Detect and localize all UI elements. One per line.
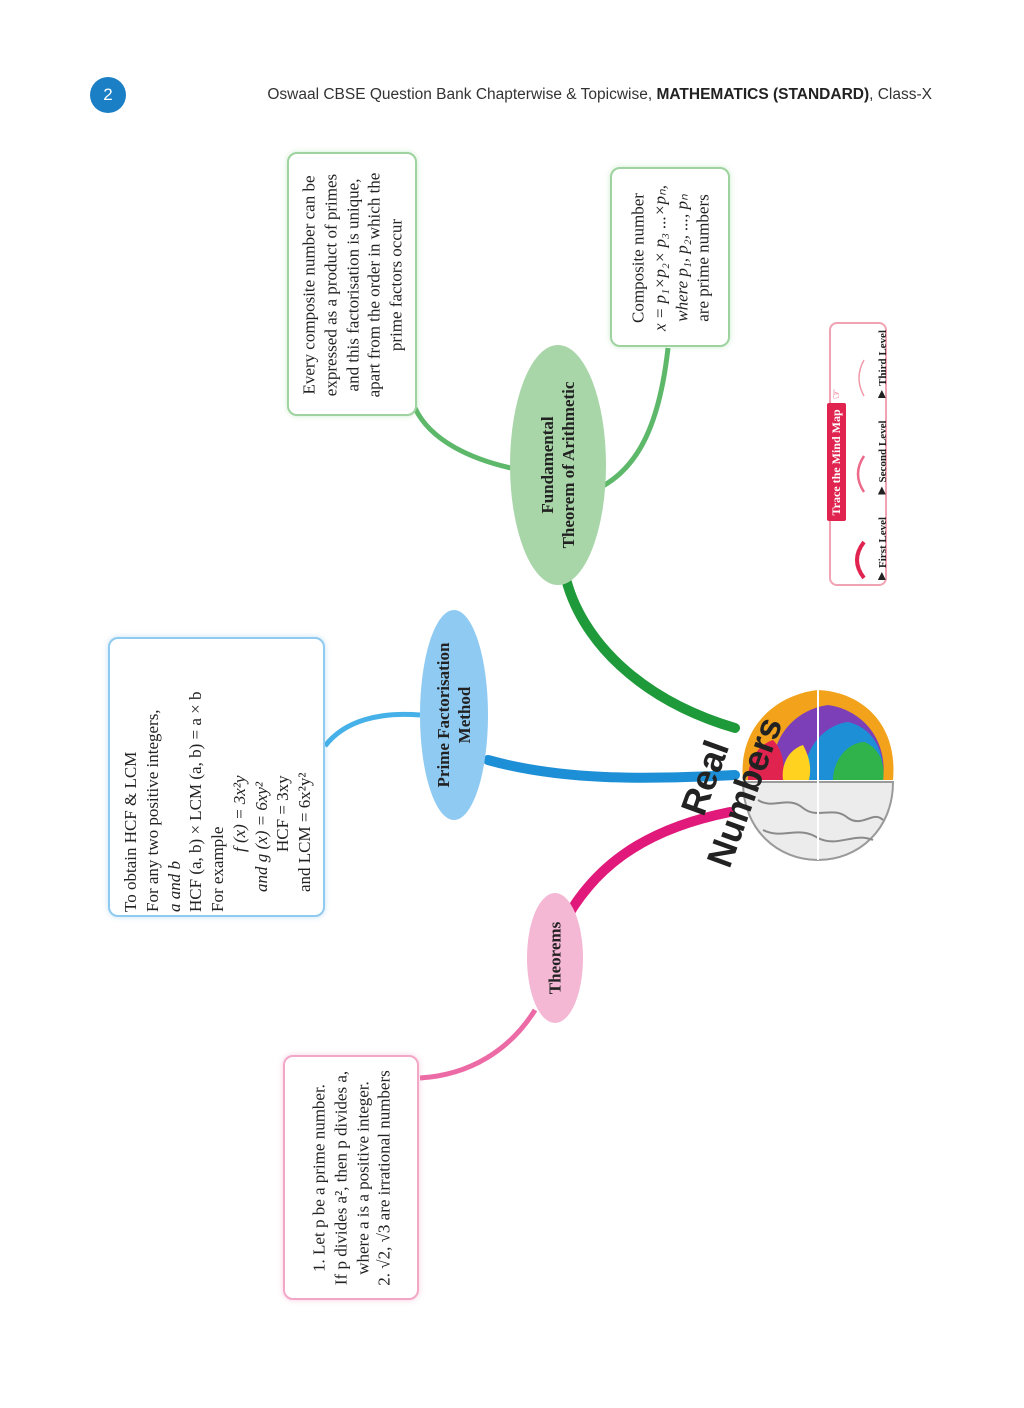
fta-def-line: expressed as a product of primes xyxy=(321,173,341,397)
pfm-line: For example xyxy=(208,826,228,912)
pfm-line: To obtain HCF & LCM xyxy=(121,751,141,912)
brain-icon xyxy=(741,690,895,862)
theorems-node-label: Theorems xyxy=(545,921,565,995)
pfm-line: For any two positive integers, xyxy=(142,709,162,912)
composite-line2: x = p₁×p₂× p₃ ...×pₙ, xyxy=(650,185,670,331)
page-number-badge: 2 xyxy=(90,77,126,113)
arrow-icon: ▸ xyxy=(873,389,890,398)
fta-node-line2: Theorem of Arithmetic xyxy=(559,381,578,549)
fta-sub-branch-composite xyxy=(593,347,671,493)
fta-def-line: apart from the order in which the xyxy=(364,172,384,398)
composite-line4: are prime numbers xyxy=(693,194,713,322)
theorems-box: 1. Let p be a prime number. If p divides… xyxy=(283,1055,419,1300)
fta-definition-box: Every composite number can be expressed … xyxy=(287,152,417,416)
legend-first-level: First Level xyxy=(877,516,889,568)
fta-def-line: Every composite number can be xyxy=(299,175,319,395)
pfm-node-line1: Prime Factorisation xyxy=(433,642,453,788)
fta-composite-box: Composite number x = p₁×p₂× p₃ ...×pₙ, w… xyxy=(610,167,730,347)
fta-node-line1: Fundamental xyxy=(537,416,557,514)
fta-main-branch xyxy=(560,570,740,733)
pfm-main-branch xyxy=(483,755,740,783)
theorems-node[interactable]: Theorems xyxy=(527,893,583,1023)
composite-line3: where p₁, p₂, ..., pₙ xyxy=(672,194,691,322)
third-level-curve-icon xyxy=(858,359,865,397)
legend-box: Trace the Mind Map ☞ ▸ First Level ▸ Sec… xyxy=(827,322,890,586)
theorem-line: 2. √2, √3 are irrational numbers xyxy=(374,1070,394,1286)
pfm-box: To obtain HCF & LCM For any two positive… xyxy=(108,637,325,917)
pfm-line: and LCM = 6x²y² xyxy=(295,772,315,892)
arrow-icon: ▸ xyxy=(873,486,890,495)
subject-name: MATHEMATICS (STANDARD) xyxy=(656,86,870,103)
legend-third-level: Third Level xyxy=(877,330,889,386)
pfm-line: HCF = 3xy xyxy=(273,775,293,852)
pfm-node[interactable]: Prime Factorisation Method xyxy=(420,610,488,820)
arrow-icon: ▸ xyxy=(873,571,890,580)
first-level-curve-icon xyxy=(855,540,866,580)
class-label: , Class-X xyxy=(869,86,932,103)
pfm-sub-branch xyxy=(323,711,421,748)
second-level-curve-icon xyxy=(856,455,866,494)
book-title: Oswaal CBSE Question Bank Chapterwise & … xyxy=(267,86,653,103)
hand-pointer-icon: ☞ xyxy=(829,388,843,400)
fta-def-line: prime factors occur xyxy=(386,218,406,352)
pfm-line: a and b xyxy=(164,861,184,912)
pfm-node-line2: Method xyxy=(455,686,474,744)
fta-def-line: and this factorisation is unique, xyxy=(343,178,363,392)
brain-illustration xyxy=(733,670,903,870)
theorem-line: 1. Let p be a prime number. xyxy=(309,1084,329,1272)
legend-title: Trace the Mind Map xyxy=(827,403,846,522)
theorem-line: where a is a positive integer. xyxy=(353,1081,372,1275)
legend-second-level: Second Level xyxy=(877,420,889,483)
theorems-sub-branch xyxy=(419,1008,538,1081)
running-header: Oswaal CBSE Question Bank Chapterwise & … xyxy=(267,86,932,104)
composite-line1: Composite number xyxy=(628,193,648,323)
pfm-line: HCF (a, b) × LCM (a, b) = a × b xyxy=(186,691,206,912)
pfm-line: and g (x) = 6xy² xyxy=(251,781,271,892)
pfm-line: f (x) = 3x²y xyxy=(229,775,249,853)
theorem-line: If p divides a², then p divides a, xyxy=(331,1070,351,1286)
fta-node[interactable]: Fundamental Theorem of Arithmetic xyxy=(510,345,606,585)
fta-sub-branch-definition xyxy=(412,406,521,473)
